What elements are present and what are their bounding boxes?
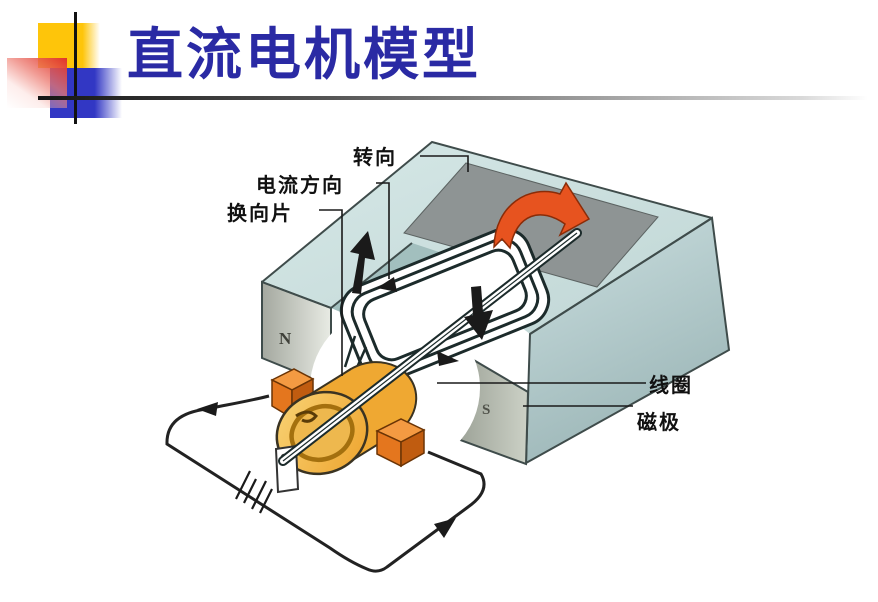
force-arrow-down	[464, 286, 493, 340]
magnet-channel-cutout	[403, 162, 659, 288]
leader-current-direction	[376, 182, 390, 279]
battery-symbol	[235, 470, 273, 514]
rotation-arrow	[493, 181, 591, 250]
title-underline	[38, 96, 868, 100]
force-arrow-up	[350, 231, 375, 294]
label-coil: 线圈	[649, 375, 693, 397]
north-pole-letter: N	[279, 329, 292, 348]
current-arrow-bottom	[434, 518, 456, 538]
current-direction-arrow-coil-front	[437, 351, 459, 366]
current-arrow-left	[197, 402, 218, 416]
brush-right	[375, 418, 426, 468]
battery-circuit	[165, 394, 486, 573]
south-pole-letter: S	[482, 402, 491, 418]
current-direction-arrow-coil-left	[377, 277, 397, 292]
label-rotation: 转向	[353, 147, 397, 169]
page-title: 直流电机模型	[127, 25, 481, 87]
deco-vertical-line	[74, 12, 77, 124]
commutator-gap-mark	[295, 410, 318, 423]
leader-rotation	[420, 155, 469, 172]
leader-lines	[319, 155, 646, 407]
label-current-direction: 电流方向	[256, 175, 344, 197]
motor-shaft	[278, 228, 582, 466]
label-magnetic-pole: 磁极	[637, 412, 681, 434]
leader-commutator	[319, 209, 343, 376]
magnet-edges	[261, 140, 713, 335]
label-commutator-segment: 换向片	[227, 203, 293, 225]
